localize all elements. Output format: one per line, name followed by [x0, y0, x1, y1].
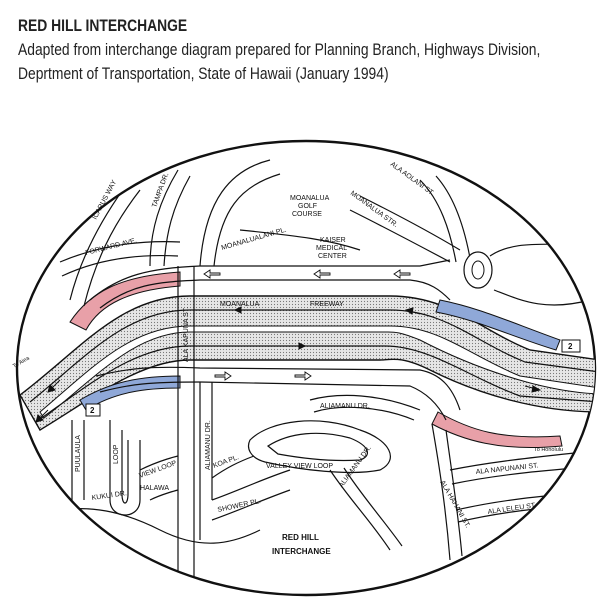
- traffic-arrows: [35, 306, 542, 423]
- puulaula-road: [71, 420, 85, 500]
- label-aliamanu-dr-vertical: ALIAMANU DR.: [205, 420, 212, 470]
- label-ala-kapuna: ALA KAPUNA ST.: [183, 307, 190, 362]
- label-ala-hahani: ALA HAHANI ST.: [438, 480, 471, 530]
- label-halawa-1: HALAWA: [140, 485, 169, 492]
- aliamanu-dr-south-road: [329, 467, 403, 551]
- label-kaiser-1: KAISER: [320, 237, 346, 244]
- source-line-1: Adapted from interchange diagram prepare…: [18, 41, 541, 59]
- arrow-frontage-south-2-icon: [294, 371, 312, 381]
- freeway-lane-line-bottom: [35, 345, 595, 423]
- valley-view-loop-road: [247, 420, 391, 474]
- freeway-lane-line-top: [29, 309, 595, 403]
- label-puulaula: PUULAULA: [75, 435, 82, 472]
- ala-hahani-road: [431, 423, 463, 561]
- label-moanalualani-pl: MOANALUALANI PL.: [221, 227, 288, 252]
- label-kaiser-3: CENTER: [318, 253, 347, 260]
- label-freeway-1: MOANALUA: [220, 301, 260, 308]
- arrow-freeway-east-icon: [290, 342, 307, 350]
- label-halawa-2: VIEW LOOP: [138, 460, 178, 480]
- frontage-road-north: [89, 259, 451, 301]
- ala-kapuna-st-road: [177, 266, 195, 595]
- kukui-dr-road: [59, 508, 261, 544]
- arrow-frontage-north-2-icon: [313, 269, 331, 279]
- frontage-road-north-inner: [99, 279, 451, 309]
- label-shower-pl: SHOWER PL.: [217, 498, 262, 514]
- arrow-west-edge-icon: [47, 379, 61, 393]
- label-to-honolulu: To Honolulu: [534, 447, 563, 453]
- label-to-aiea: To Aiea: [12, 355, 31, 370]
- freeway-median: [39, 325, 595, 419]
- map-title: RED HILL INTERCHANGE: [18, 17, 188, 35]
- source-line-2: Deprtment of Transportation, State of Ha…: [18, 65, 389, 83]
- label-aliamanu-dr-top: ALIAMANU DR.: [320, 403, 370, 410]
- label-icarus-way: ICARUS WAY: [92, 179, 119, 221]
- route-shield-west-label: 2: [90, 406, 95, 415]
- arrow-frontage-north-3-icon: [393, 269, 411, 279]
- route-shield-east: 2: [561, 339, 581, 353]
- label-moanalua-str: MOANALUA STR.: [349, 190, 399, 229]
- label-loop: LOOP: [113, 444, 120, 464]
- ala-aolani-road: [419, 175, 471, 263]
- aliamanu-dr-road: [199, 382, 213, 540]
- valley-view-loop-inner: [266, 432, 368, 462]
- label-freeway-2: FREEWAY: [310, 301, 344, 308]
- route-shield-west: 2: [85, 403, 101, 417]
- label-golf-1: MOANALUA: [290, 195, 330, 202]
- forward-ave-road: [59, 241, 181, 277]
- shower-pl-road: [211, 469, 291, 521]
- frontage-arrows: [203, 269, 411, 381]
- label-kukui-dr: KUKUI DR.: [91, 490, 127, 502]
- interchange-label-2: INTERCHANGE: [272, 547, 331, 556]
- interchange-label-1: RED HILL: [282, 533, 319, 542]
- arrow-frontage-south-1-icon: [214, 371, 232, 381]
- aliamanu-dr-east-road: [309, 394, 421, 421]
- ramp-pink-east: [431, 411, 563, 449]
- label-ala-leleu: ALA LELEU ST.: [487, 502, 537, 516]
- frontage-road-south: [95, 366, 461, 411]
- label-golf-2: GOLF: [298, 203, 317, 210]
- moanalualani-pl-road: [199, 159, 361, 267]
- tampa-dr-road: [149, 169, 191, 267]
- label-golf-3: COURSE: [292, 211, 322, 218]
- route-shield-east-label: 2: [568, 342, 573, 351]
- ramp-blue-east: [435, 299, 561, 351]
- label-aliamanu-dr-lower: ALIAMANU DR.: [338, 445, 373, 489]
- halawa-view-loop-road: [139, 455, 179, 501]
- label-valley-view-loop: VALLEY VIEW LOOP: [266, 463, 333, 470]
- arrow-west-edge2-icon: [35, 409, 49, 423]
- label-ala-aolani: ALA AOLANI ST.: [389, 161, 435, 197]
- arrow-freeway-east2-icon: [524, 385, 542, 393]
- arrow-freeway-west2-icon: [404, 307, 421, 315]
- label-koa-pl: KOA PL.: [212, 454, 240, 470]
- moanalua-str-road: [349, 195, 461, 263]
- arrow-freeway-west-icon: [233, 306, 250, 314]
- label-kaiser-2: MEDICAL: [316, 245, 347, 252]
- arrow-frontage-north-1-icon: [203, 269, 221, 279]
- koa-pl-road: [211, 455, 255, 479]
- map-title-block: RED HILL INTERCHANGE Adapted from interc…: [18, 14, 541, 86]
- loop-road: [109, 420, 141, 516]
- roundabout-inner: [471, 260, 485, 280]
- east-hill-road: [489, 239, 595, 306]
